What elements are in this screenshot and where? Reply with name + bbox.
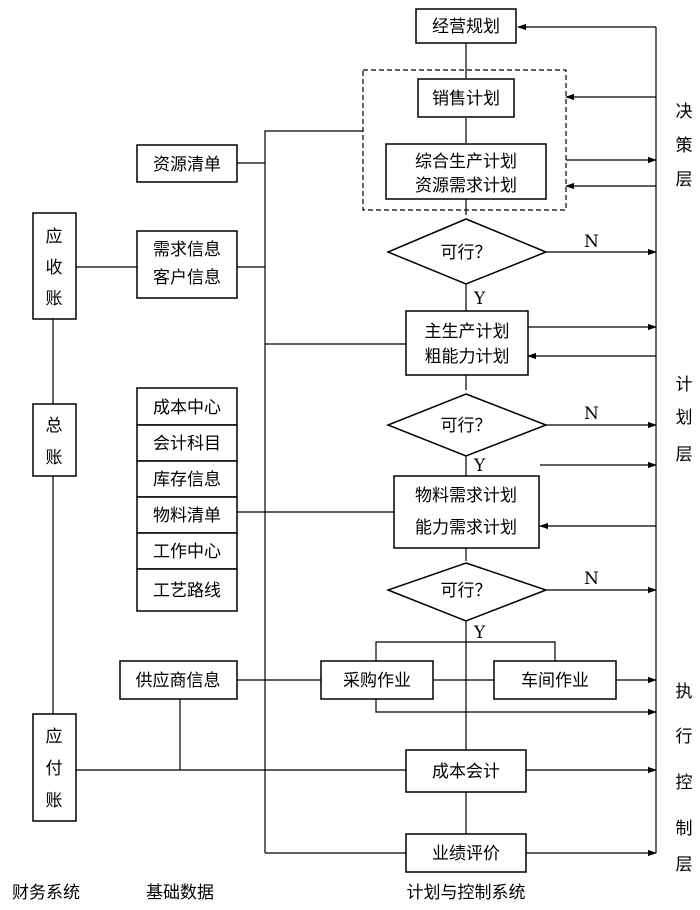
purchasing-box[interactable] (320, 660, 434, 700)
decision3-diamond[interactable] (385, 562, 549, 622)
sales-plan-box[interactable] (417, 78, 515, 118)
cost-center-label: 成本中心 (153, 398, 221, 418)
receivable-char-1: 应 (46, 227, 63, 247)
finance-system-caption: 财务系统 (12, 883, 80, 903)
workshop-label: 车间作业 (521, 671, 589, 691)
line-basic-data-trunk (264, 130, 363, 853)
payable-char-1: 应 (46, 727, 63, 747)
decision2-yes-label: Y (473, 456, 486, 476)
execution-layer-char-5: 层 (676, 855, 693, 875)
decision3-no-label: N (584, 569, 599, 589)
decision2-label: 可行？ (441, 416, 492, 436)
supplier-label: 供应商信息 (136, 671, 221, 691)
receivable-char-2: 收 (46, 258, 63, 278)
decision1-yes-label: Y (473, 289, 486, 309)
execution-layer-char-4: 制 (676, 819, 693, 839)
aggregate-plan-line2: 资源需求计划 (415, 176, 517, 196)
finance-column: 应 收 账 总 账 应 付 账 (32, 212, 77, 822)
plan-layer-char-1: 计 (676, 375, 693, 395)
decision-layer-char-3: 层 (676, 170, 693, 190)
cost-center-box[interactable] (136, 387, 238, 426)
basic-data-column: 资源清单 需求信息 客户信息 成本中心 会计科目 库存信息 物料清单 工作中心 … (119, 144, 238, 700)
basic-data-caption: 基础数据 (146, 883, 214, 903)
resource-list-box[interactable] (136, 144, 238, 183)
decision-layer-char-1: 决 (676, 102, 693, 122)
mps-line1: 主生产计划 (425, 322, 510, 342)
inventory-info-box[interactable] (136, 460, 238, 498)
ledger-box[interactable] (32, 403, 77, 477)
mrp-box[interactable] (393, 475, 540, 549)
workshop-box[interactable] (493, 660, 617, 700)
aggregate-plan-line1: 综合生产计划 (415, 152, 517, 172)
decision1-label: 可行？ (441, 243, 492, 263)
decision-layer-char-2: 策 (676, 136, 693, 156)
account-subject-label: 会计科目 (153, 434, 221, 454)
arrow-from-purchasing (375, 699, 657, 716)
decision2-no-label: N (584, 404, 599, 424)
decision1-diamond[interactable] (386, 218, 548, 285)
planning-column: 经营规划 销售计划 综合生产计划 资源需求计划 可行？ 主生产计划 粗能力计划 … (320, 8, 617, 873)
sales-plan-label: 销售计划 (432, 89, 500, 109)
plan-control-system-caption: 计划与控制系统 (407, 883, 526, 903)
business-plan-label: 经营规划 (432, 17, 500, 37)
mrp-line1: 物料需求计划 (415, 486, 517, 506)
connectors (52, 23, 657, 857)
mps-box[interactable] (405, 310, 529, 376)
decision1-no-label: N (584, 232, 599, 252)
payable-char-2: 付 (46, 759, 63, 779)
receivable-char-3: 账 (46, 289, 63, 309)
mrp-line2: 能力需求计划 (415, 518, 517, 538)
business-plan-box[interactable] (415, 8, 517, 44)
aggregate-plan-box[interactable] (385, 143, 547, 200)
layer-labels: 决 策 层 计 划 层 执 行 控 制 层 (676, 102, 693, 875)
purchasing-label: 采购作业 (343, 671, 411, 691)
payable-box[interactable] (32, 713, 77, 822)
execution-layer-char-1: 执 (676, 682, 693, 702)
demand-info-label: 需求信息 (153, 240, 221, 260)
payable-char-3: 账 (46, 791, 63, 811)
plan-layer-char-2: 划 (676, 408, 693, 428)
performance-label: 业绩评价 (432, 844, 500, 864)
performance-box[interactable] (405, 833, 527, 873)
execution-layer-char-2: 行 (676, 727, 693, 747)
routing-box[interactable] (136, 568, 238, 612)
decision3-yes-label: Y (473, 623, 486, 643)
cost-accounting-box[interactable] (405, 749, 527, 793)
mps-line2: 粗能力计划 (425, 347, 510, 367)
receivable-box[interactable] (32, 212, 77, 320)
execution-layer-char-3: 控 (676, 773, 693, 793)
work-center-label: 工作中心 (153, 542, 221, 562)
ledger-char-2: 账 (46, 448, 63, 468)
decision3-label: 可行？ (441, 581, 492, 601)
decision2-diamond[interactable] (385, 393, 549, 457)
plan-layer-char-3: 层 (676, 445, 693, 465)
footer-captions: 财务系统 基础数据 计划与控制系统 (12, 883, 526, 903)
inventory-info-label: 库存信息 (153, 470, 221, 490)
bom-label: 物料清单 (153, 506, 221, 526)
resource-list-label: 资源清单 (153, 155, 221, 175)
supplier-box[interactable] (119, 660, 238, 700)
routing-label: 工艺路线 (153, 581, 221, 601)
ledger-char-1: 总 (46, 416, 63, 436)
customer-info-label: 客户信息 (153, 268, 221, 288)
work-center-box[interactable] (136, 532, 238, 570)
sales-group-dashed-box (362, 69, 567, 211)
cost-accounting-label: 成本会计 (432, 762, 500, 782)
demand-customer-box[interactable] (136, 230, 238, 299)
